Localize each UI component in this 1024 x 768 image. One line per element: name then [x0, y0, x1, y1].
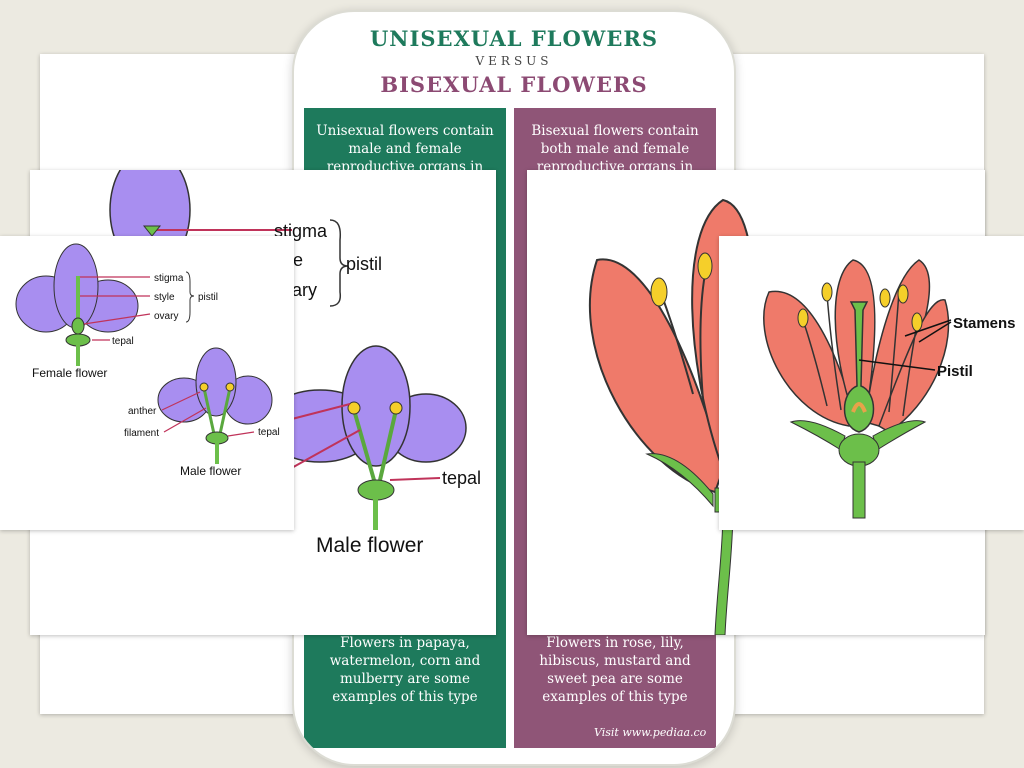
anther-shape: [797, 308, 809, 328]
title-unisexual: UNISEXUAL FLOWERS: [369, 26, 658, 51]
filament-shape: [826, 293, 842, 411]
pistil-brace: [329, 219, 349, 307]
small-unisexual-diagram-sheet: stigma style ovary pistil tepal Female f…: [0, 236, 294, 530]
leader-line: [287, 429, 361, 471]
credit-text: Visit www.pediaa.co: [594, 726, 707, 739]
small-bisexual-diagram: Stamens Pistil: [763, 259, 1016, 519]
label-pistil: pistil: [198, 292, 218, 303]
title-bisexual: BISEXUAL FLOWERS: [380, 72, 648, 97]
pistil-shape: [843, 301, 875, 433]
receptacle-shape: [838, 433, 880, 467]
caption-male-flower: Male flower: [180, 464, 241, 478]
divider-dots: • •: [505, 202, 513, 230]
anther-shape: [225, 382, 235, 392]
leader-line: [163, 407, 207, 433]
divider-dots: • •: [505, 408, 513, 436]
ovule-shape: [851, 402, 867, 413]
anther-shape: [879, 288, 891, 308]
petal-shape: [195, 347, 237, 417]
divider-dots: • •: [505, 310, 513, 338]
stem-shape: [215, 442, 219, 464]
stem-shape: [373, 498, 378, 530]
ovary-shape: [71, 317, 85, 335]
label-pistil: pistil: [346, 254, 382, 274]
stem-shape: [714, 509, 734, 635]
leader-line: [161, 391, 201, 411]
small-unisexual-diagram: stigma style ovary pistil tepal Female f…: [15, 243, 280, 478]
anther-shape: [897, 284, 909, 304]
leader-line: [389, 477, 441, 481]
petal-shape: [588, 258, 725, 494]
caption-female-flower: Female flower: [32, 366, 107, 380]
label-tepal-female: tepal: [112, 336, 134, 347]
sepal-shape: [872, 420, 927, 451]
label-pistil: Pistil: [937, 363, 973, 380]
anther-shape: [650, 277, 668, 307]
divider-dots: • •: [505, 486, 513, 514]
label-stamens: Stamens: [953, 315, 1016, 332]
label-filament: filament: [124, 428, 159, 439]
sepal-shape: [645, 453, 714, 508]
leader-line: [83, 313, 151, 325]
label-stigma: stigma: [154, 273, 184, 284]
anther-shape: [389, 401, 403, 415]
anther-shape: [821, 282, 833, 302]
anther-shape: [911, 312, 923, 332]
filament-shape: [699, 273, 706, 401]
label-anther: anther: [128, 406, 157, 417]
anther-shape: [199, 382, 209, 392]
filament-shape: [218, 387, 232, 435]
stem-shape: [76, 344, 80, 366]
stigma-shape: [142, 225, 162, 237]
divider-dots: • •: [505, 606, 513, 634]
label-tepal: tepal: [442, 468, 481, 488]
bisexual-examples: Flowers in rose, lily, hibiscus, mustard…: [539, 635, 691, 705]
petal-shape: [878, 299, 950, 433]
filament-shape: [802, 319, 828, 407]
anther-shape: [697, 252, 713, 280]
bisexual-definition: Bisexual flowers contain both male and f…: [531, 123, 699, 175]
leader-line: [858, 359, 936, 371]
pistil-brace: [185, 271, 195, 323]
leader-line: [918, 321, 952, 343]
leader-line: [227, 431, 255, 437]
title-versus: VERSUS: [475, 54, 553, 68]
small-bisexual-diagram-sheet: Stamens Pistil: [719, 236, 1024, 530]
stem-shape: [852, 461, 866, 519]
label-ovary: ovary: [154, 311, 178, 322]
filament-shape: [378, 409, 398, 481]
label-style: style: [154, 292, 175, 303]
filament-shape: [202, 387, 216, 435]
unisexual-definition: Unisexual flowers contain male and femal…: [316, 123, 494, 175]
receptacle-shape: [357, 479, 395, 501]
leader-line: [904, 319, 952, 337]
sepal-shape: [789, 420, 846, 451]
anther-shape: [347, 401, 361, 415]
leader-line: [287, 403, 351, 421]
filament-shape: [352, 409, 376, 481]
petal-shape: [834, 259, 876, 423]
caption-male-flower: Male flower: [316, 534, 423, 557]
petal-shape: [763, 290, 856, 427]
label-ovary-partial: ary: [292, 280, 317, 300]
unisexual-examples: Flowers in papaya, watermelon, corn and …: [329, 635, 481, 705]
label-tepal-male: tepal: [258, 427, 280, 438]
filament-shape: [888, 291, 900, 413]
